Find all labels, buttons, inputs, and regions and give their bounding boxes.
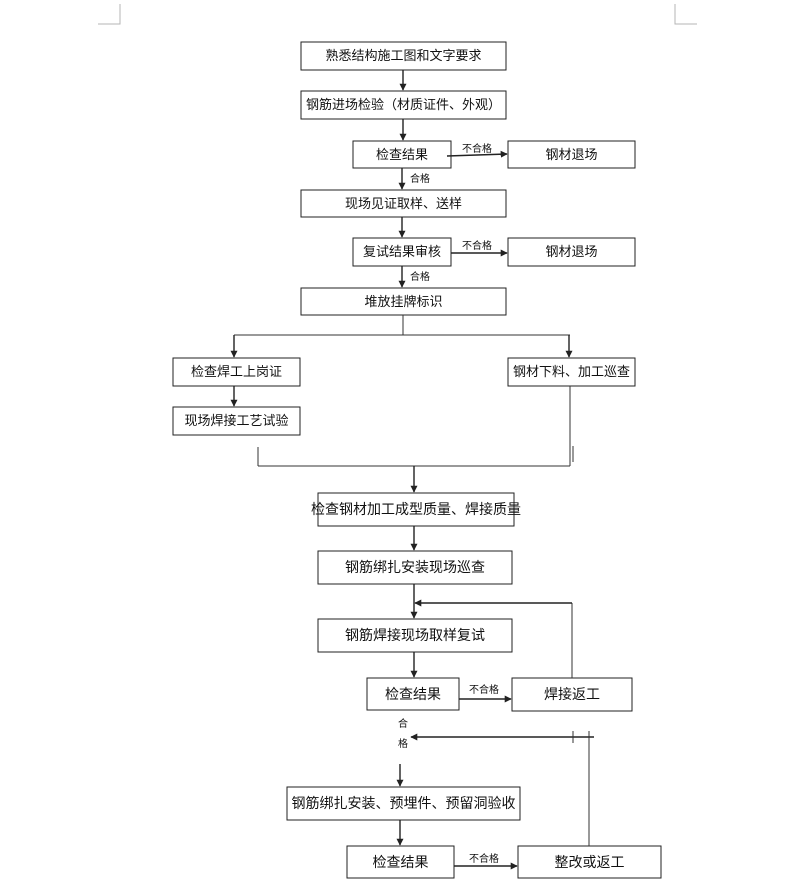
connectors (230, 70, 594, 870)
box-s9: 检查焊工上岗证 (172, 357, 301, 387)
box-s6: 复试结果审核 (352, 237, 452, 267)
step-welding-process-test: 现场焊接工艺试验 (184, 413, 288, 429)
tag-pass-3a: 合 (398, 717, 408, 730)
step-retest-review: 复试结果审核 (363, 245, 441, 260)
step-check-result-1: 检查结果 (376, 148, 428, 163)
step-check-welder-cert: 检查焊工上岗证 (191, 364, 282, 380)
step-witness-sampling: 现场见证取样、送样 (345, 197, 462, 212)
step-rectify-or-rework: 整改或返工 (555, 855, 625, 871)
box-s10: 钢材下料、加工巡查 (507, 357, 636, 387)
box-s16: 焊接返工 (511, 677, 633, 712)
page-corner-marks (98, 4, 697, 25)
box-s18: 检查结果 (346, 845, 455, 879)
box-s7: 钢材退场 (507, 237, 636, 267)
arrow-s3-s4 (446, 150, 508, 158)
box-s13: 钢筋绑扎安装现场巡查 (317, 550, 513, 585)
box-s19: 整改或返工 (517, 845, 662, 879)
step-weld-sampling-retest: 钢筋焊接现场取样复试 (345, 627, 485, 644)
box-s17: 钢筋绑扎安装、预埋件、预留洞验收 (286, 786, 521, 821)
tag-fail-4: 不合格 (469, 852, 499, 865)
box-s4: 钢材退场 (507, 140, 636, 169)
step-steel-return-2: 钢材退场 (545, 245, 597, 260)
step-cutting-inspection: 钢材下料、加工巡查 (513, 365, 630, 380)
tag-pass-3b: 格 (398, 737, 408, 750)
box-s2: 钢筋进场检验（材质证件、外观） (300, 90, 507, 120)
step-familiarize-drawings: 熟悉结构施工图和文字要求 (325, 48, 481, 64)
box-s3: 检查结果 (352, 140, 452, 169)
step-incoming-inspection: 钢筋进场检验（材质证件、外观） (306, 97, 501, 113)
branch-tags: 不合格 合格 不合格 合格 不合格 合 格 不合格 (398, 142, 499, 865)
step-check-result-2: 检查结果 (385, 687, 441, 703)
step-weld-rework: 焊接返工 (544, 686, 600, 703)
tag-pass-1: 合格 (410, 172, 430, 185)
step-binding-site-inspection: 钢筋绑扎安装现场巡查 (345, 559, 485, 576)
step-check-forming-welding-quality: 检查钢材加工成型质量、焊接质量 (311, 501, 521, 518)
tag-fail-3: 不合格 (469, 683, 499, 696)
tag-fail-2: 不合格 (462, 239, 492, 252)
step-binding-embedded-acceptance: 钢筋绑扎安装、预埋件、预留洞验收 (292, 795, 516, 812)
box-s5: 现场见证取样、送样 (300, 189, 507, 218)
step-check-result-3: 检查结果 (373, 855, 429, 871)
step-stack-and-label: 堆放挂牌标识 (364, 294, 442, 310)
box-s8: 堆放挂牌标识 (300, 287, 507, 316)
box-s15: 检查结果 (366, 677, 460, 711)
box-s14: 钢筋焊接现场取样复试 (317, 618, 513, 653)
tag-pass-2: 合格 (410, 270, 430, 283)
box-s11: 现场焊接工艺试验 (172, 406, 301, 436)
step-steel-return-1: 钢材退场 (545, 148, 597, 163)
box-s12: 检查钢材加工成型质量、焊接质量 (311, 492, 521, 527)
box-s1: 熟悉结构施工图和文字要求 (300, 41, 507, 71)
tag-fail-1: 不合格 (462, 142, 492, 155)
